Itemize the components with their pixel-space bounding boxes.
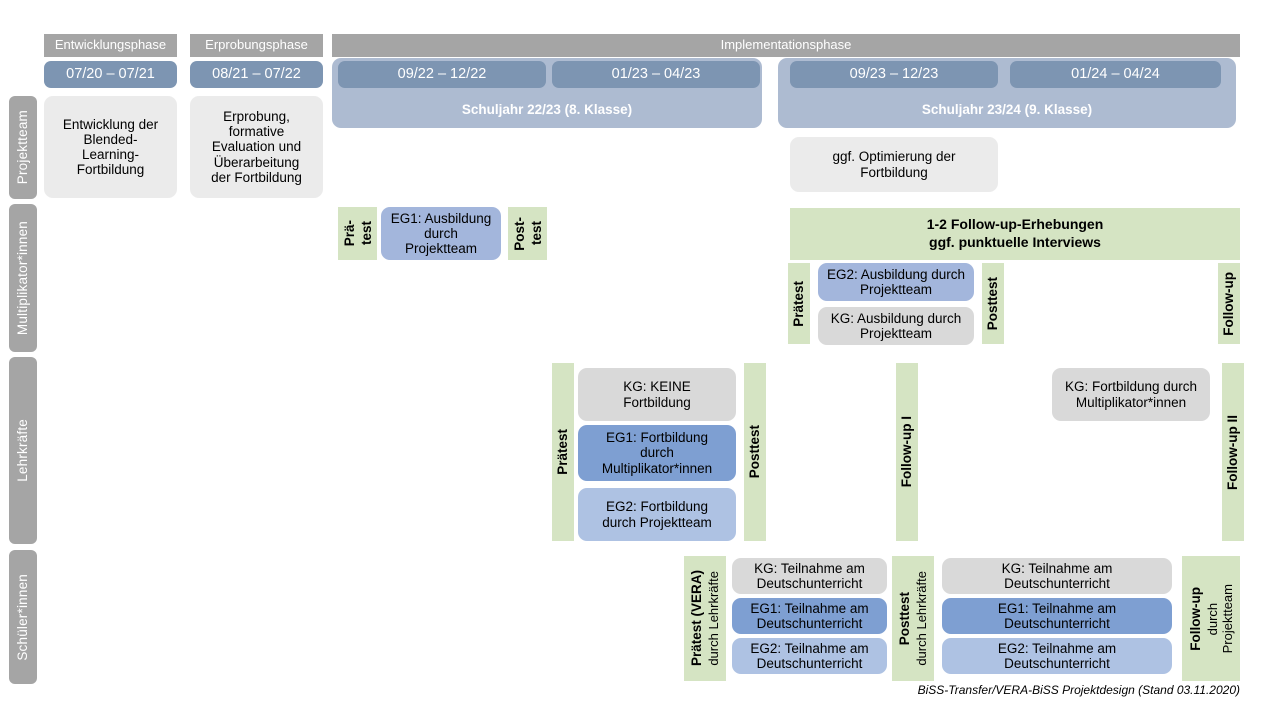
strip-followup-multiplikatoren: Follow-up [1218, 263, 1240, 344]
card-eg2-teilnahme-deutschunterricht-1: EG2: Teilnahme am Deutschunterricht [732, 638, 887, 674]
card-erprobung-evaluation: Erprobung, formative Evaluation und Über… [190, 96, 323, 198]
schoolyear-label-2324: Schuljahr 23/24 (9. Klasse) [921, 102, 1093, 118]
card-eg2-ausbildung-projektteam: EG2: Ausbildung durch Projektteam [818, 263, 974, 301]
strip-followup-schueler: Follow-up durch Projektteam [1182, 556, 1240, 681]
card-kg-teilnahme-deutschunterricht-1: KG: Teilnahme am Deutschunterricht [732, 558, 887, 594]
strip-followup-schueler-sub: durch Projektteam [1204, 583, 1235, 654]
strip-posttest-schueler-sub: durch Lehrkräfte [914, 571, 929, 666]
strip-praetest-vera-schueler-bold: Prätest (VERA) [689, 570, 704, 667]
lane-label-projektteam-text: Projektteam [15, 110, 31, 185]
date-chip-0923-1223: 09/23 – 12/23 [790, 61, 998, 88]
strip-praetest-multiplikatoren-line1: Prä- [341, 220, 357, 247]
strip-posttest-lehrkraefte: Posttest [744, 363, 766, 541]
strip-posttest-multiplikatoren: Post- test [508, 207, 547, 260]
card-eg1-teilnahme-deutschunterricht-2: EG1: Teilnahme am Deutschunterricht [942, 598, 1172, 634]
strip-followup-multiplikatoren-text: Follow-up [1221, 271, 1237, 336]
card-kg-teilnahme-deutschunterricht-2: KG: Teilnahme am Deutschunterricht [942, 558, 1172, 594]
strip-posttest-lehrkraefte-text: Posttest [747, 425, 763, 479]
strip-posttest-multiplikatoren-line2: test [528, 221, 544, 246]
strip-posttest-multiplikatoren-line1: Post- [511, 216, 527, 251]
lane-label-lehrkraefte: Lehrkräfte [9, 357, 37, 544]
strip-followup-1-lehrkraefte-text: Follow-up I [899, 416, 915, 488]
card-kg-fortbildung-multiplikatoren: KG: Fortbildung durch Multiplikator*inne… [1052, 368, 1210, 421]
lane-label-multiplikatorinnen-text: Multiplikator*innen [15, 220, 31, 336]
card-eg2-fortbildung-projektteam: EG2: Fortbildung durch Projektteam [578, 488, 736, 541]
lane-label-projektteam: Projektteam [9, 96, 37, 199]
strip-followup-1-lehrkraefte: Follow-up I [896, 363, 918, 541]
card-eg2-teilnahme-deutschunterricht-2: EG2: Teilnahme am Deutschunterricht [942, 638, 1172, 674]
strip-praetest-multiplikatoren: Prä- test [338, 207, 377, 260]
date-chip-0124-0424: 01/24 – 04/24 [1010, 61, 1221, 88]
card-optimierung-fortbildung: ggf. Optimierung der Fortbildung [790, 137, 998, 192]
lane-label-lehrkraefte-text: Lehrkräfte [15, 419, 31, 482]
band-followup-erhebungen: 1-2 Follow-up-Erhebungen ggf. punktuelle… [790, 208, 1240, 260]
card-entwicklung-fortbildung: Entwicklung der Blended- Learning- Fortb… [44, 96, 177, 198]
card-kg-keine-fortbildung: KG: KEINE Fortbildung [578, 368, 736, 421]
date-chip-0123-0423: 01/23 – 04/23 [552, 61, 760, 88]
footer-caption: BiSS-Transfer/VERA-BiSS Projektdesign (S… [917, 683, 1240, 697]
strip-followup-schueler-bold: Follow-up [1187, 586, 1203, 651]
lane-label-schuelerinnen: Schüler*innen [9, 550, 37, 684]
strip-praetest-multiplikatoren-2023: Prätest [788, 263, 810, 344]
card-kg-ausbildung-projektteam: KG: Ausbildung durch Projektteam [818, 307, 974, 345]
date-chip-0720-0721: 07/20 – 07/21 [44, 61, 177, 88]
strip-followup-2-lehrkraefte: Follow-up II [1222, 363, 1244, 541]
strip-praetest-multiplikatoren-2023-text: Prätest [791, 280, 807, 327]
date-chip-0821-0722: 08/21 – 07/22 [190, 61, 323, 88]
lane-label-multiplikatorinnen: Multiplikator*innen [9, 204, 37, 352]
schoolyear-label-2223: Schuljahr 22/23 (8. Klasse) [461, 102, 633, 118]
date-chip-0922-1222: 09/22 – 12/22 [338, 61, 546, 88]
phase-header-implementationsphase: Implementationsphase [332, 34, 1240, 57]
phase-header-entwicklungsphase: Entwicklungsphase [44, 34, 177, 57]
lane-label-schuelerinnen-text: Schüler*innen [15, 573, 31, 661]
strip-posttest-multiplikatoren-2023: Posttest [982, 263, 1004, 344]
card-eg1-teilnahme-deutschunterricht-1: EG1: Teilnahme am Deutschunterricht [732, 598, 887, 634]
strip-posttest-schueler: Posttest durch Lehrkräfte [892, 556, 934, 681]
strip-posttest-schueler-bold: Posttest [897, 591, 912, 646]
phase-header-erprobungsphase: Erprobungsphase [190, 34, 323, 57]
strip-posttest-multiplikatoren-2023-text: Posttest [985, 276, 1001, 331]
card-eg1-fortbildung-multiplikatoren: EG1: Fortbildung durch Multiplikator*inn… [578, 425, 736, 481]
strip-praetest-vera-schueler: Prätest (VERA) durch Lehrkräfte [684, 556, 726, 681]
strip-praetest-lehrkraefte-text: Prätest [555, 429, 571, 475]
strip-praetest-lehrkraefte: Prätest [552, 363, 574, 541]
strip-praetest-vera-schueler-sub: durch Lehrkräfte [706, 571, 721, 666]
strip-followup-2-lehrkraefte-text: Follow-up II [1225, 414, 1241, 490]
strip-praetest-multiplikatoren-line2: test [358, 221, 374, 246]
card-eg1-ausbildung-projektteam: EG1: Ausbildung durch Projektteam [381, 207, 501, 260]
